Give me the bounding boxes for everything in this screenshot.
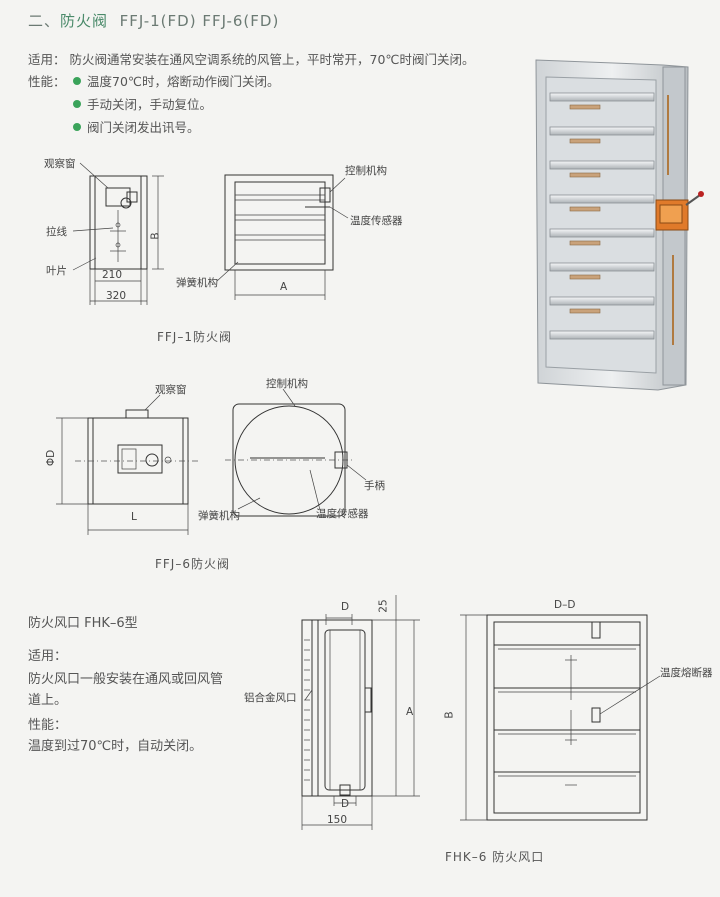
dim-l: L: [131, 511, 137, 523]
label-dd: D–D: [554, 599, 576, 611]
label-spring-ffj6: 弹簧机构: [198, 510, 240, 522]
label-blade: 叶片: [46, 265, 67, 277]
bullet-icon: [73, 123, 81, 131]
fhk-usage-text-1: 防火风口一般安装在通风或回风管: [28, 672, 224, 687]
dim-a-fhk: A: [406, 706, 414, 718]
feature-item: 温度70℃时，熔断动作阀门关闭。: [73, 71, 279, 90]
label-pull-wire: 拉线: [46, 226, 67, 238]
dim-210: 210: [102, 269, 123, 281]
perf-label: 性能：: [28, 74, 66, 89]
label-control-ffj6: 控制机构: [266, 378, 308, 390]
label-control: 控制机构: [345, 165, 387, 177]
usage-line: 适用： 防火阀通常安装在通风空调系统的风管上，平时常开，70℃时阀门关闭。: [28, 49, 474, 68]
dim-320: 320: [106, 290, 127, 302]
label-temp-sensor-ffj6: 温度传感器: [316, 508, 369, 520]
bullet-icon: [73, 100, 81, 108]
dim-d-top: D: [341, 601, 350, 613]
label-fuse: 温度熔断器: [660, 667, 713, 679]
label-window: 观察窗: [44, 158, 76, 170]
dim-d-bottom: D: [341, 798, 350, 810]
dim-a: A: [280, 281, 288, 293]
fhk-usage-text-2: 道上。: [28, 693, 68, 708]
feature-item: 阀门关闭发出讯号。: [73, 117, 200, 136]
label-aluminum: 铝合金风口: [244, 692, 297, 704]
label-temp-sensor: 温度传感器: [350, 215, 403, 227]
dim-b-fhk: B: [443, 711, 456, 719]
caption-ffj1: FFJ–1防火阀: [157, 330, 232, 344]
label-spring: 弹簧机构: [176, 277, 218, 289]
section-title: 防火阀: [60, 12, 109, 30]
label-handle: 手柄: [364, 480, 385, 492]
bullet-icon: [73, 77, 81, 85]
caption-fhk: FHK–6 防火风口: [445, 850, 545, 864]
fhk-perf-text: 温度到过70℃时，自动关闭。: [28, 739, 203, 754]
label-window-ffj6: 观察窗: [155, 384, 187, 396]
usage-text: 防火阀通常安装在通风空调系统的风管上，平时常开，70℃时阀门关闭。: [69, 52, 475, 67]
caption-ffj6: FFJ–6防火阀: [155, 557, 230, 571]
fhk-title: 防火风口 FHK–6型: [28, 616, 138, 631]
section-prefix: 二、: [28, 12, 61, 30]
fire-damper-photo: [535, 59, 704, 391]
dim-150: 150: [327, 814, 348, 826]
fhk-usage-label: 适用：: [28, 649, 68, 664]
section-models: FFJ-1(FD) FFJ-6(FD): [119, 12, 280, 30]
usage-label: 适用：: [28, 52, 66, 67]
feature-item: 手动关闭，手动复位。: [73, 94, 212, 113]
fhk-perf-label: 性能：: [28, 718, 68, 733]
page-title: 二、防火阀 FFJ-1(FD) FFJ-6(FD): [28, 10, 279, 31]
